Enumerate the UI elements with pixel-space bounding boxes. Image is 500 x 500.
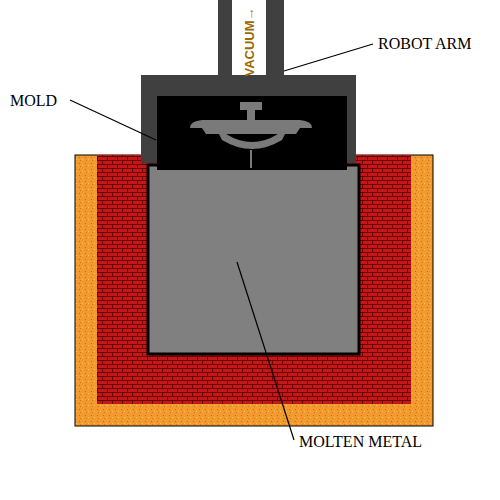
cast-part-hollow <box>226 134 278 142</box>
part-label: ROBOT ARM <box>378 35 472 52</box>
cast-part <box>190 102 312 149</box>
part-label: MOLTEN METAL <box>299 433 422 451</box>
furnace-shell <box>75 155 433 426</box>
part-label: MOLD <box>10 92 57 110</box>
robot-arm-shaft <box>218 0 284 80</box>
mold <box>157 96 347 170</box>
leader-line <box>70 100 156 140</box>
leader-line <box>284 44 373 71</box>
part-label: MOLD <box>10 92 57 109</box>
flow-label: VACUUM→ <box>242 7 257 76</box>
flow-label: VACUUM→ <box>240 7 258 76</box>
brick-lining <box>97 155 411 404</box>
sprue <box>250 150 252 168</box>
vacuum-channel <box>232 0 266 80</box>
leader-line <box>237 262 294 440</box>
part-label: ROBOT ARM <box>378 35 472 53</box>
molten-metal <box>148 165 359 354</box>
part-label: MOLTEN METAL <box>299 433 422 450</box>
